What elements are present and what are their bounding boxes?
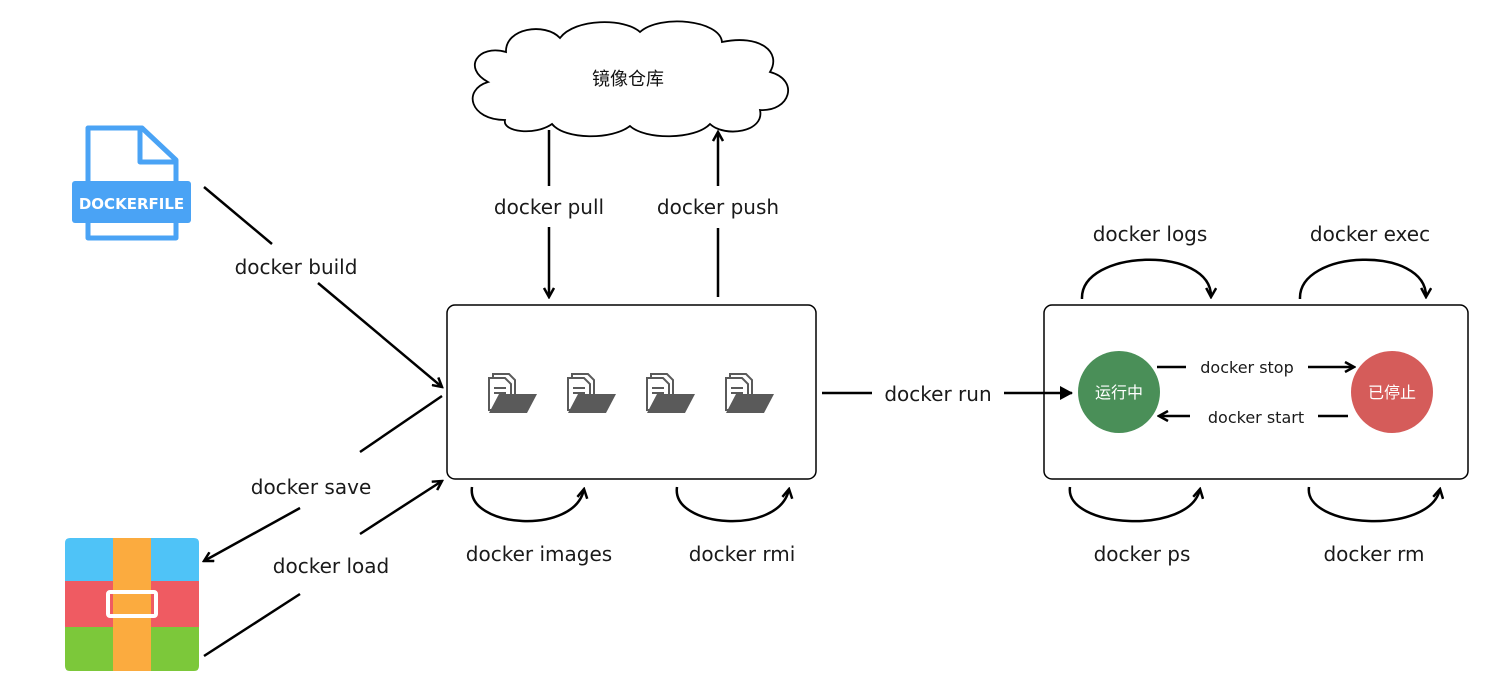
registry-label: 镜像仓库	[592, 69, 664, 90]
ps-loop-arrow	[1068, 487, 1200, 523]
build-label: docker build	[235, 255, 358, 279]
stopped-state: 已停止	[1351, 351, 1433, 433]
ps-label: docker ps	[1094, 542, 1191, 566]
push-label: docker push	[657, 195, 779, 219]
load-arrow	[359, 481, 442, 536]
save-arrow	[204, 506, 301, 561]
build-arrow-top	[203, 186, 273, 245]
save-arrow-top	[359, 394, 443, 454]
cloud-shape	[471, 20, 789, 138]
exec-loop-arrow	[1298, 258, 1426, 299]
logs-loop-arrow	[1080, 258, 1211, 299]
logs-label: docker logs	[1093, 222, 1208, 246]
dockerfile-icon: DOCKERFILE	[72, 125, 191, 241]
rmi-label: docker rmi	[689, 542, 796, 566]
images-loop-arrow	[470, 487, 584, 523]
stopped-label: 已停止	[1368, 383, 1416, 402]
load-arrow-bottom	[203, 592, 301, 658]
build-arrow	[317, 282, 442, 387]
load-label: docker load	[273, 554, 389, 578]
registry-cloud: 镜像仓库	[471, 20, 789, 138]
running-label: 运行中	[1095, 383, 1143, 402]
images-box	[446, 304, 817, 480]
exec-label: docker exec	[1310, 222, 1430, 246]
dockerfile-icon-text: DOCKERFILE	[79, 195, 184, 213]
start-label: docker start	[1208, 408, 1304, 427]
rm-label: docker rm	[1323, 542, 1424, 566]
pull-label: docker pull	[494, 195, 604, 219]
rmi-loop-arrow	[675, 487, 789, 523]
rm-loop-arrow	[1307, 487, 1440, 523]
running-state: 运行中	[1078, 351, 1160, 433]
archive-icon	[65, 538, 199, 671]
run-label: docker run	[884, 382, 991, 406]
save-label: docker save	[251, 475, 372, 499]
images-label: docker images	[466, 542, 612, 566]
stop-label: docker stop	[1200, 358, 1294, 377]
